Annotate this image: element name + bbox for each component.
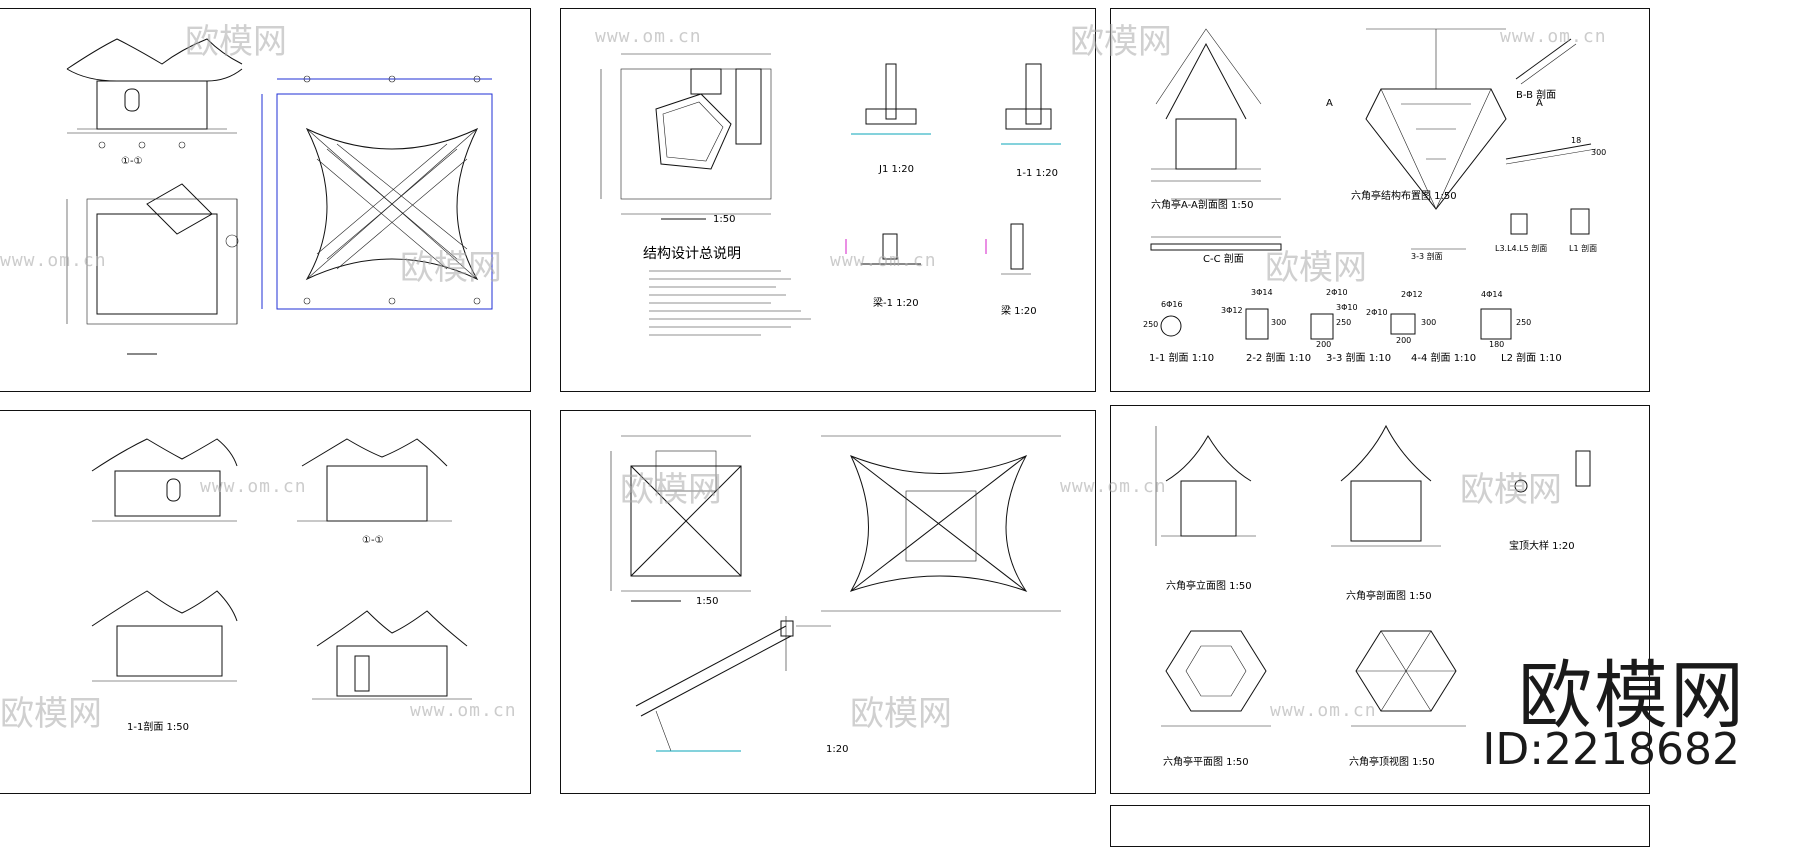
label-finial-detail: 宝顶大样 1:20 — [1509, 541, 1575, 552]
label-cc-section: C-C 剖面 — [1203, 254, 1244, 265]
drawing-sheet-7-partial — [1110, 805, 1650, 847]
label-plan: 六角亭平面图 1:50 — [1163, 757, 1249, 768]
label-1-1-section: 1-1 1:20 — [1016, 168, 1058, 179]
label-section-1-1-50: 1-1剖面 1:50 — [127, 722, 189, 733]
label-bb-section: B-B 剖面 — [1516, 90, 1557, 101]
mark-4d14: 4Φ14 — [1481, 290, 1503, 299]
watermark-brand-3: 欧模网 — [400, 248, 502, 288]
dim-300-b: 300 — [1421, 318, 1437, 327]
dim-250: 250 — [1143, 320, 1159, 329]
dim-250-b: 250 — [1336, 318, 1352, 327]
drawing-sheet-6: 六角亭立面图 1:50 六角亭剖面图 1:50 宝顶大样 1:20 六角亭平面图… — [1110, 405, 1650, 794]
watermark-brand-8: 欧模网 — [850, 694, 952, 734]
label-a-right: A — [1536, 98, 1543, 109]
drawing-sheet-1: ①-① — [0, 8, 531, 392]
label-beam-1: 梁-1 1:20 — [873, 298, 919, 309]
hexagonal-pavilion-architecture-drawing — [1155, 424, 1591, 727]
drawing-sheet-3: A A 六角亭A-A剖面图 1:50 六角亭结构布置图 1:50 B-B 剖面 … — [1110, 8, 1650, 392]
mark-3d14-b: 2Φ10 — [1326, 288, 1348, 297]
watermark-url-6: www.om.cn — [1060, 476, 1167, 497]
watermark-url-8: www.om.cn — [1270, 700, 1377, 721]
label-elevation: 六角亭立面图 1:50 — [1166, 581, 1252, 592]
mark-2d10: 2Φ10 — [1366, 308, 1388, 317]
watermark-brand-4: 欧模网 — [1265, 248, 1367, 288]
watermark-url-2: www.om.cn — [1500, 26, 1607, 47]
mark-6d16: 6Φ16 — [1161, 300, 1183, 309]
label-l1: L1 剖面 — [1569, 244, 1598, 253]
drawing-sheet-2: 结构设计总说明 J1 1:20 1-1 1:20 梁-1 1:20 梁 1:20… — [560, 8, 1096, 392]
watermark-brand-2: 欧模网 — [1070, 22, 1172, 62]
dim-300-c: 300 — [1591, 148, 1607, 157]
label-3-3-small: 3-3 剖面 — [1411, 252, 1443, 261]
watermark-url-4: www.om.cn — [830, 250, 937, 271]
label-beam: 梁 1:20 — [1001, 306, 1037, 317]
watermark-url-5: www.om.cn — [200, 476, 307, 497]
dim-18: 18 — [1571, 136, 1582, 145]
drawing-sheet-4: 1-1剖面 1:50 ①-① — [0, 410, 531, 794]
label-3-3-section-110: 3-3 剖面 1:10 — [1326, 353, 1392, 364]
label-l3-l4-l5: L3.L4.L5 剖面 — [1495, 244, 1548, 253]
label-1-1-b: ①-① — [362, 535, 384, 546]
mark-3d14: 3Φ14 — [1251, 288, 1273, 297]
label-top-view: 六角亭顶视图 1:50 — [1349, 757, 1435, 768]
label-1-1: ①-① — [121, 156, 143, 167]
mark-3d12: 3Φ12 — [1221, 306, 1243, 315]
mark-3d10: 3Φ10 — [1336, 303, 1358, 312]
model-id: ID:2218682 — [1482, 724, 1740, 775]
mark-2d12: 2Φ12 — [1401, 290, 1423, 299]
brand-logo-text: 欧模网 — [1518, 653, 1746, 739]
label-section: 六角亭剖面图 1:50 — [1346, 591, 1432, 602]
structural-notes-title: 结构设计总说明 — [643, 246, 741, 262]
roof-framing-plan-drawing — [610, 435, 1061, 752]
hexagonal-pavilion-structure-drawing — [1150, 28, 1597, 340]
dim-200-b: 200 — [1396, 336, 1412, 345]
watermark-brand-6: 欧模网 — [1460, 470, 1562, 510]
foundation-plan-drawing — [600, 53, 1061, 336]
watermark-brand-7: 欧模网 — [0, 694, 102, 734]
label-structure-plan: 六角亭结构布置图 1:50 — [1351, 191, 1457, 202]
label-1-1-section-110: 1-1 剖面 1:10 — [1149, 353, 1215, 364]
watermark-url-3: www.om.cn — [0, 250, 107, 271]
label-plan-scale: 1:50 — [713, 214, 736, 225]
label-2-2-section-110: 2-2 剖面 1:10 — [1246, 353, 1312, 364]
label-j1: J1 1:20 — [879, 164, 914, 175]
pavilion-elevations-drawing — [91, 438, 472, 700]
pavilion-elevation-and-plan-drawing — [66, 38, 493, 355]
watermark-url-7: www.om.cn — [410, 700, 517, 721]
dim-250-c: 250 — [1516, 318, 1532, 327]
watermark-url-1: www.om.cn — [595, 26, 702, 47]
dim-300: 300 — [1271, 318, 1287, 327]
label-rafter-scale: 1:20 — [826, 744, 849, 755]
label-4-4-section-110: 4-4 剖面 1:10 — [1411, 353, 1477, 364]
label-a-left: A — [1326, 98, 1333, 109]
watermark-brand-1: 欧模网 — [185, 22, 287, 62]
label-roof-plan-scale: 1:50 — [696, 596, 719, 607]
drawing-sheet-5: 1:50 1:20 — [560, 410, 1096, 794]
label-l2-section-110: L2 剖面 1:10 — [1501, 353, 1562, 364]
dim-200: 200 — [1316, 340, 1332, 349]
watermark-brand-5: 欧模网 — [620, 470, 722, 510]
label-aa-section: 六角亭A-A剖面图 1:50 — [1151, 200, 1254, 211]
dim-180: 180 — [1489, 340, 1505, 349]
